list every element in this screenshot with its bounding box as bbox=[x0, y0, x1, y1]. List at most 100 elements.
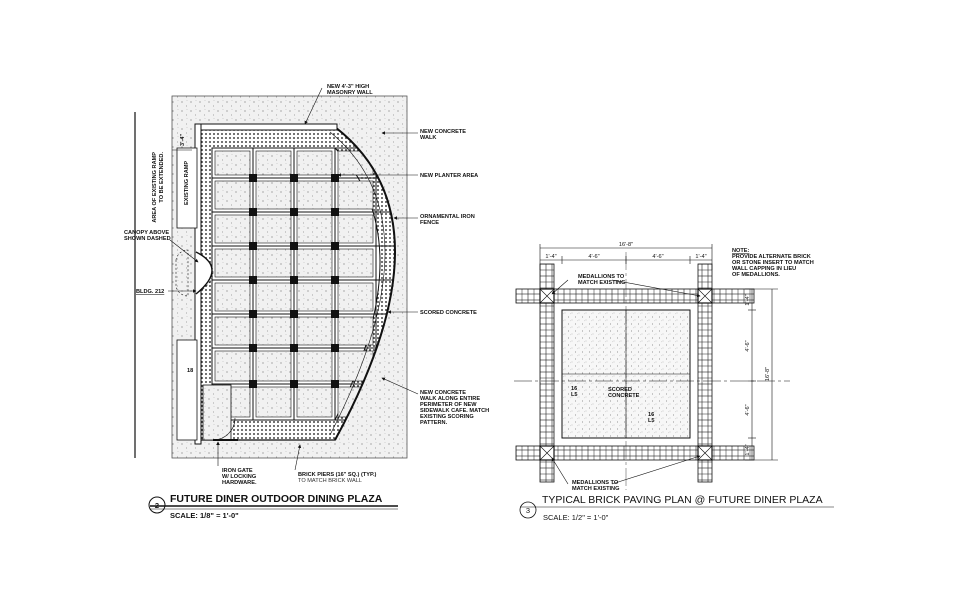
planter-cell bbox=[337, 282, 374, 312]
corner-medallion bbox=[697, 288, 713, 304]
note-line-2: OR STONE INSERT TO MATCH bbox=[732, 260, 814, 266]
planter-cell bbox=[255, 282, 292, 312]
brick-pier bbox=[290, 208, 298, 216]
planter-cell bbox=[296, 150, 333, 176]
corner-medallion bbox=[539, 288, 555, 304]
medallions-bottom-1: MEDALLIONS TO bbox=[572, 480, 619, 486]
planter-area-label: NEW PLANTER AREA bbox=[420, 173, 478, 179]
overall-height-dim: 16'-8" bbox=[765, 367, 771, 381]
tag-18: 18 bbox=[187, 368, 193, 374]
plaza-plan-title: FUTURE DINER OUTDOOR DINING PLAZA bbox=[170, 493, 383, 505]
note-line-3: WALL CAPPING IN LIEU bbox=[732, 266, 796, 272]
top-dim-2: 4'-6" bbox=[588, 254, 599, 260]
planter-cell bbox=[214, 180, 251, 210]
note-line-1: PROVIDE ALTERNATE BRICK bbox=[732, 254, 811, 260]
perimeter-walk-label-4: SIDEWALK CAFE. MATCH bbox=[420, 408, 489, 414]
planter-cell bbox=[255, 316, 292, 346]
scored-concrete-label: SCORED CONCRETE bbox=[420, 310, 477, 316]
masonry-wall-label-1: NEW 4'-3" HIGH bbox=[327, 84, 369, 90]
planter-grid bbox=[211, 147, 395, 421]
detail-number-3: 3 bbox=[526, 506, 530, 515]
corner-medallion bbox=[539, 445, 555, 461]
planter-cell bbox=[255, 248, 292, 278]
top-dim-1: 1'-4" bbox=[545, 254, 556, 260]
planter-cell bbox=[337, 180, 374, 210]
brick-pier bbox=[331, 242, 339, 250]
planter-cell bbox=[337, 316, 374, 346]
paving-plan-scale: SCALE: 1/2" = 1'-0" bbox=[543, 513, 609, 522]
iron-fence-label-2: FENCE bbox=[420, 220, 439, 226]
masonry-wall bbox=[194, 123, 338, 131]
note-line-4: OF MEDALLIONS. bbox=[732, 272, 780, 278]
right-dim-4: 1'-4" bbox=[745, 444, 751, 455]
brick-pier bbox=[331, 380, 339, 388]
ornamental-iron-fence bbox=[334, 126, 396, 441]
planter-cell bbox=[255, 350, 292, 382]
planter-cell bbox=[296, 214, 333, 244]
brick-pier bbox=[290, 310, 298, 318]
masonry-wall-label-2: MASONRY WALL bbox=[327, 90, 373, 96]
top-dim-3: 4'-6" bbox=[652, 254, 663, 260]
brick-pier bbox=[331, 310, 339, 318]
brick-pier bbox=[249, 344, 257, 352]
canopy-label-2: SHOWN DASHED bbox=[124, 236, 171, 242]
concrete-walk-label-1: NEW CONCRETE bbox=[420, 129, 466, 135]
planter-cell bbox=[296, 386, 333, 418]
brick-pier bbox=[249, 242, 257, 250]
planter-cell bbox=[255, 214, 292, 244]
dining-plaza-plan: 18 AREA OF EXISTING RAMP TO BE EXTENDED.… bbox=[124, 84, 489, 520]
brick-pier bbox=[290, 242, 298, 250]
planter-cell bbox=[214, 350, 251, 382]
brick-pier bbox=[331, 276, 339, 284]
planter-cell bbox=[255, 386, 292, 418]
brick-pier bbox=[290, 380, 298, 388]
brick-pier bbox=[249, 174, 257, 182]
brick-pier bbox=[290, 344, 298, 352]
bldg-label: BLDG. 212 bbox=[136, 289, 164, 295]
brick-piers-label-1: BRICK PIERS (16" SQ.) (TYP.) bbox=[298, 472, 377, 478]
perimeter-walk-label-3: PERIMETER OF NEW bbox=[420, 402, 477, 408]
right-dim-2: 4'-6" bbox=[745, 340, 751, 351]
brick-pier bbox=[290, 174, 298, 182]
planter-cell bbox=[255, 180, 292, 210]
existing-ramp-label: EXISTING RAMP bbox=[184, 161, 190, 205]
overall-width-dim: 16'-8" bbox=[619, 242, 633, 248]
planter-cell bbox=[214, 316, 251, 346]
planter-cell bbox=[296, 282, 333, 312]
scored-concrete-2: CONCRETE bbox=[608, 393, 640, 399]
planter-cell bbox=[296, 180, 333, 210]
planter-cell bbox=[337, 248, 374, 278]
section-tag-1-sheet: L5 bbox=[571, 392, 578, 398]
brick-pier bbox=[331, 174, 339, 182]
ramp-area-label-2: TO BE EXTENDED. bbox=[159, 152, 165, 203]
medallions-top-2: MATCH EXISTING bbox=[578, 280, 625, 286]
right-dim-3: 4'-6" bbox=[745, 404, 751, 415]
brick-pier bbox=[290, 276, 298, 284]
corner-medallion bbox=[697, 445, 713, 461]
iron-fence-label-1: ORNAMENTAL IRON bbox=[420, 214, 475, 220]
brick-pier bbox=[249, 208, 257, 216]
perimeter-walk-label-5: EXISTING SCORING bbox=[420, 414, 474, 420]
brick-pier bbox=[249, 380, 257, 388]
ramp-dimension: 3'-4" bbox=[180, 134, 186, 146]
planter-cell bbox=[214, 150, 251, 176]
top-dim-4: 1'-4" bbox=[695, 254, 706, 260]
note-heading: NOTE: bbox=[732, 248, 750, 254]
section-tag-2-number: 16 bbox=[648, 412, 654, 418]
brick-pier bbox=[331, 208, 339, 216]
brick-piers-label-2: TO MATCH BRICK WALL bbox=[298, 478, 362, 484]
planter-cell bbox=[296, 248, 333, 278]
canopy-label-1: CANOPY ABOVE bbox=[124, 230, 169, 236]
planter-cell bbox=[337, 214, 374, 244]
iron-gate-label-2: W/ LOCKING bbox=[222, 474, 256, 480]
medallions-bottom-2: MATCH EXISTING bbox=[572, 486, 619, 492]
section-tag-1-number: 16 bbox=[571, 386, 577, 392]
scored-concrete-1: SCORED bbox=[608, 387, 632, 393]
detail-number-circle-3 bbox=[519, 501, 537, 519]
right-dim-1: 1'-4" bbox=[745, 294, 751, 305]
planter-cell bbox=[296, 316, 333, 346]
planter-cell bbox=[214, 214, 251, 244]
planter-cell bbox=[214, 248, 251, 278]
planter-cell bbox=[255, 150, 292, 176]
